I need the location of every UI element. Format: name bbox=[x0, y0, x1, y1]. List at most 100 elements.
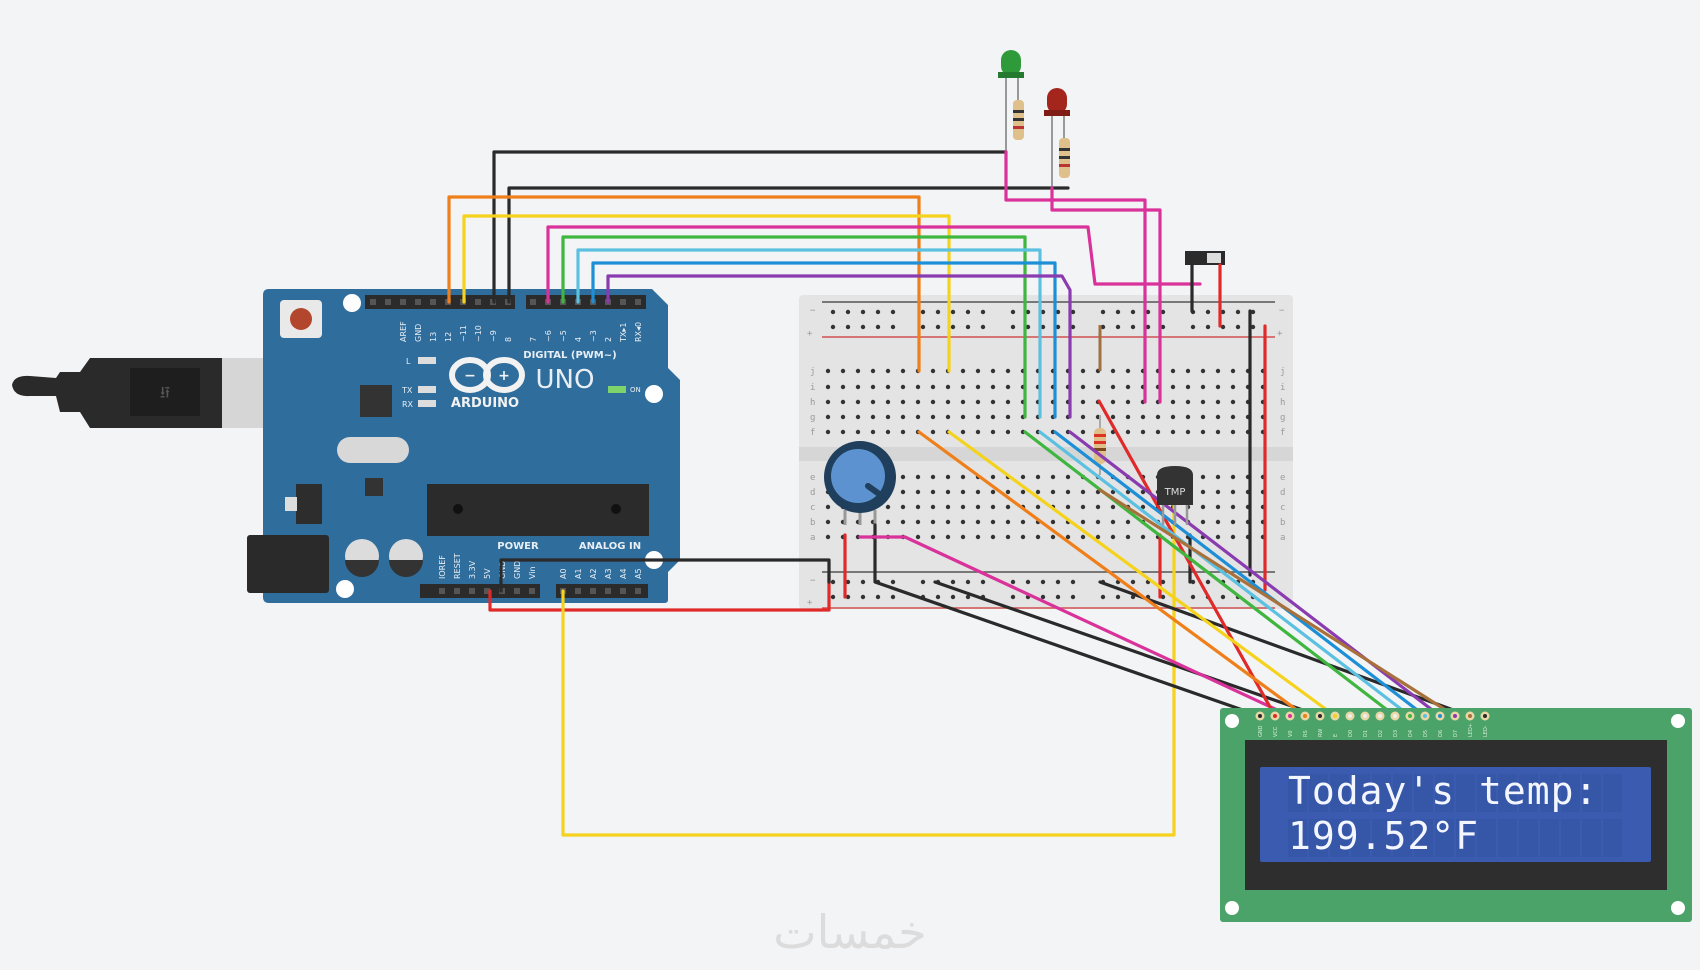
breadboard-hole[interactable] bbox=[975, 384, 981, 390]
breadboard-hole[interactable] bbox=[1005, 429, 1011, 435]
rail-hole[interactable] bbox=[950, 579, 956, 585]
breadboard-hole[interactable] bbox=[1035, 474, 1041, 480]
breadboard-hole[interactable] bbox=[1215, 414, 1221, 420]
breadboard-hole[interactable] bbox=[1095, 504, 1101, 510]
rail-hole[interactable] bbox=[965, 309, 971, 315]
breadboard-hole[interactable] bbox=[1005, 399, 1011, 405]
breadboard-hole[interactable] bbox=[915, 414, 921, 420]
breadboard-hole[interactable] bbox=[1140, 429, 1146, 435]
breadboard-hole[interactable] bbox=[915, 504, 921, 510]
breadboard-hole[interactable] bbox=[900, 399, 906, 405]
header-pin[interactable] bbox=[620, 299, 626, 305]
breadboard-hole[interactable] bbox=[1170, 429, 1176, 435]
rail-hole[interactable] bbox=[1220, 324, 1226, 330]
breadboard-hole[interactable] bbox=[960, 414, 966, 420]
breadboard-hole[interactable] bbox=[1125, 368, 1131, 374]
breadboard-hole[interactable] bbox=[870, 414, 876, 420]
rail-hole[interactable] bbox=[1145, 324, 1151, 330]
breadboard-hole[interactable] bbox=[990, 474, 996, 480]
breadboard-hole[interactable] bbox=[1140, 414, 1146, 420]
breadboard-hole[interactable] bbox=[915, 384, 921, 390]
breadboard-hole[interactable] bbox=[855, 429, 861, 435]
breadboard-hole[interactable] bbox=[960, 399, 966, 405]
breadboard-hole[interactable] bbox=[825, 429, 831, 435]
breadboard-hole[interactable] bbox=[930, 519, 936, 525]
breadboard-hole[interactable] bbox=[1020, 534, 1026, 540]
breadboard-hole[interactable] bbox=[990, 414, 996, 420]
rail-hole[interactable] bbox=[1025, 324, 1031, 330]
breadboard-hole[interactable] bbox=[930, 368, 936, 374]
breadboard-hole[interactable] bbox=[1230, 368, 1236, 374]
slide-switch[interactable] bbox=[1185, 251, 1225, 265]
breadboard-hole[interactable] bbox=[960, 534, 966, 540]
breadboard-hole[interactable] bbox=[1005, 519, 1011, 525]
breadboard-hole[interactable] bbox=[945, 384, 951, 390]
breadboard-hole[interactable] bbox=[960, 384, 966, 390]
breadboard-hole[interactable] bbox=[1185, 429, 1191, 435]
rail-hole[interactable] bbox=[860, 309, 866, 315]
breadboard-hole[interactable] bbox=[915, 474, 921, 480]
breadboard-hole[interactable] bbox=[1170, 384, 1176, 390]
breadboard-hole[interactable] bbox=[1050, 534, 1056, 540]
rail-hole[interactable] bbox=[920, 309, 926, 315]
breadboard-hole[interactable] bbox=[990, 384, 996, 390]
rail-hole[interactable] bbox=[830, 579, 836, 585]
breadboard-hole[interactable] bbox=[840, 414, 846, 420]
breadboard-hole[interactable] bbox=[1080, 368, 1086, 374]
header-pin[interactable] bbox=[529, 588, 535, 594]
breadboard-hole[interactable] bbox=[1095, 534, 1101, 540]
breadboard-hole[interactable] bbox=[945, 489, 951, 495]
breadboard-hole[interactable] bbox=[1200, 429, 1206, 435]
breadboard-hole[interactable] bbox=[1140, 489, 1146, 495]
breadboard-hole[interactable] bbox=[885, 368, 891, 374]
breadboard-hole[interactable] bbox=[885, 414, 891, 420]
header-pin[interactable] bbox=[475, 299, 481, 305]
rail-hole[interactable] bbox=[890, 309, 896, 315]
header-pin[interactable] bbox=[620, 588, 626, 594]
rail-hole[interactable] bbox=[860, 579, 866, 585]
breadboard-hole[interactable] bbox=[825, 534, 831, 540]
breadboard-hole[interactable] bbox=[1170, 414, 1176, 420]
breadboard-hole[interactable] bbox=[915, 534, 921, 540]
breadboard-hole[interactable] bbox=[1110, 399, 1116, 405]
breadboard-hole[interactable] bbox=[900, 504, 906, 510]
breadboard-hole[interactable] bbox=[1110, 368, 1116, 374]
breadboard-hole[interactable] bbox=[1035, 504, 1041, 510]
breadboard-hole[interactable] bbox=[945, 519, 951, 525]
header-pin[interactable] bbox=[530, 299, 536, 305]
rail-hole[interactable] bbox=[1130, 579, 1136, 585]
rail-hole[interactable] bbox=[875, 324, 881, 330]
breadboard-hole[interactable] bbox=[1065, 534, 1071, 540]
breadboard-hole[interactable] bbox=[930, 474, 936, 480]
breadboard-hole[interactable] bbox=[1110, 414, 1116, 420]
rail-hole[interactable] bbox=[1145, 309, 1151, 315]
breadboard-hole[interactable] bbox=[885, 504, 891, 510]
breadboard-hole[interactable] bbox=[885, 399, 891, 405]
breadboard-hole[interactable] bbox=[1080, 489, 1086, 495]
rail-hole[interactable] bbox=[1115, 309, 1121, 315]
breadboard-hole[interactable] bbox=[870, 368, 876, 374]
breadboard-hole[interactable] bbox=[1215, 504, 1221, 510]
breadboard-hole[interactable] bbox=[1125, 384, 1131, 390]
rail-hole[interactable] bbox=[1235, 309, 1241, 315]
rail-hole[interactable] bbox=[1115, 324, 1121, 330]
breadboard-hole[interactable] bbox=[1110, 534, 1116, 540]
rail-hole[interactable] bbox=[860, 594, 866, 600]
rail-hole[interactable] bbox=[1160, 579, 1166, 585]
rail-hole[interactable] bbox=[1010, 579, 1016, 585]
breadboard-hole[interactable] bbox=[1170, 368, 1176, 374]
rail-hole[interactable] bbox=[950, 594, 956, 600]
breadboard-hole[interactable] bbox=[990, 368, 996, 374]
rail-hole[interactable] bbox=[1070, 309, 1076, 315]
header-pin[interactable] bbox=[514, 588, 520, 594]
breadboard-hole[interactable] bbox=[975, 504, 981, 510]
rail-hole[interactable] bbox=[1055, 594, 1061, 600]
breadboard-hole[interactable] bbox=[1110, 489, 1116, 495]
breadboard-hole[interactable] bbox=[1005, 534, 1011, 540]
breadboard-hole[interactable] bbox=[975, 414, 981, 420]
rail-hole[interactable] bbox=[875, 309, 881, 315]
breadboard-hole[interactable] bbox=[1080, 414, 1086, 420]
breadboard-hole[interactable] bbox=[1095, 519, 1101, 525]
breadboard-hole[interactable] bbox=[1155, 414, 1161, 420]
breadboard-hole[interactable] bbox=[1230, 399, 1236, 405]
